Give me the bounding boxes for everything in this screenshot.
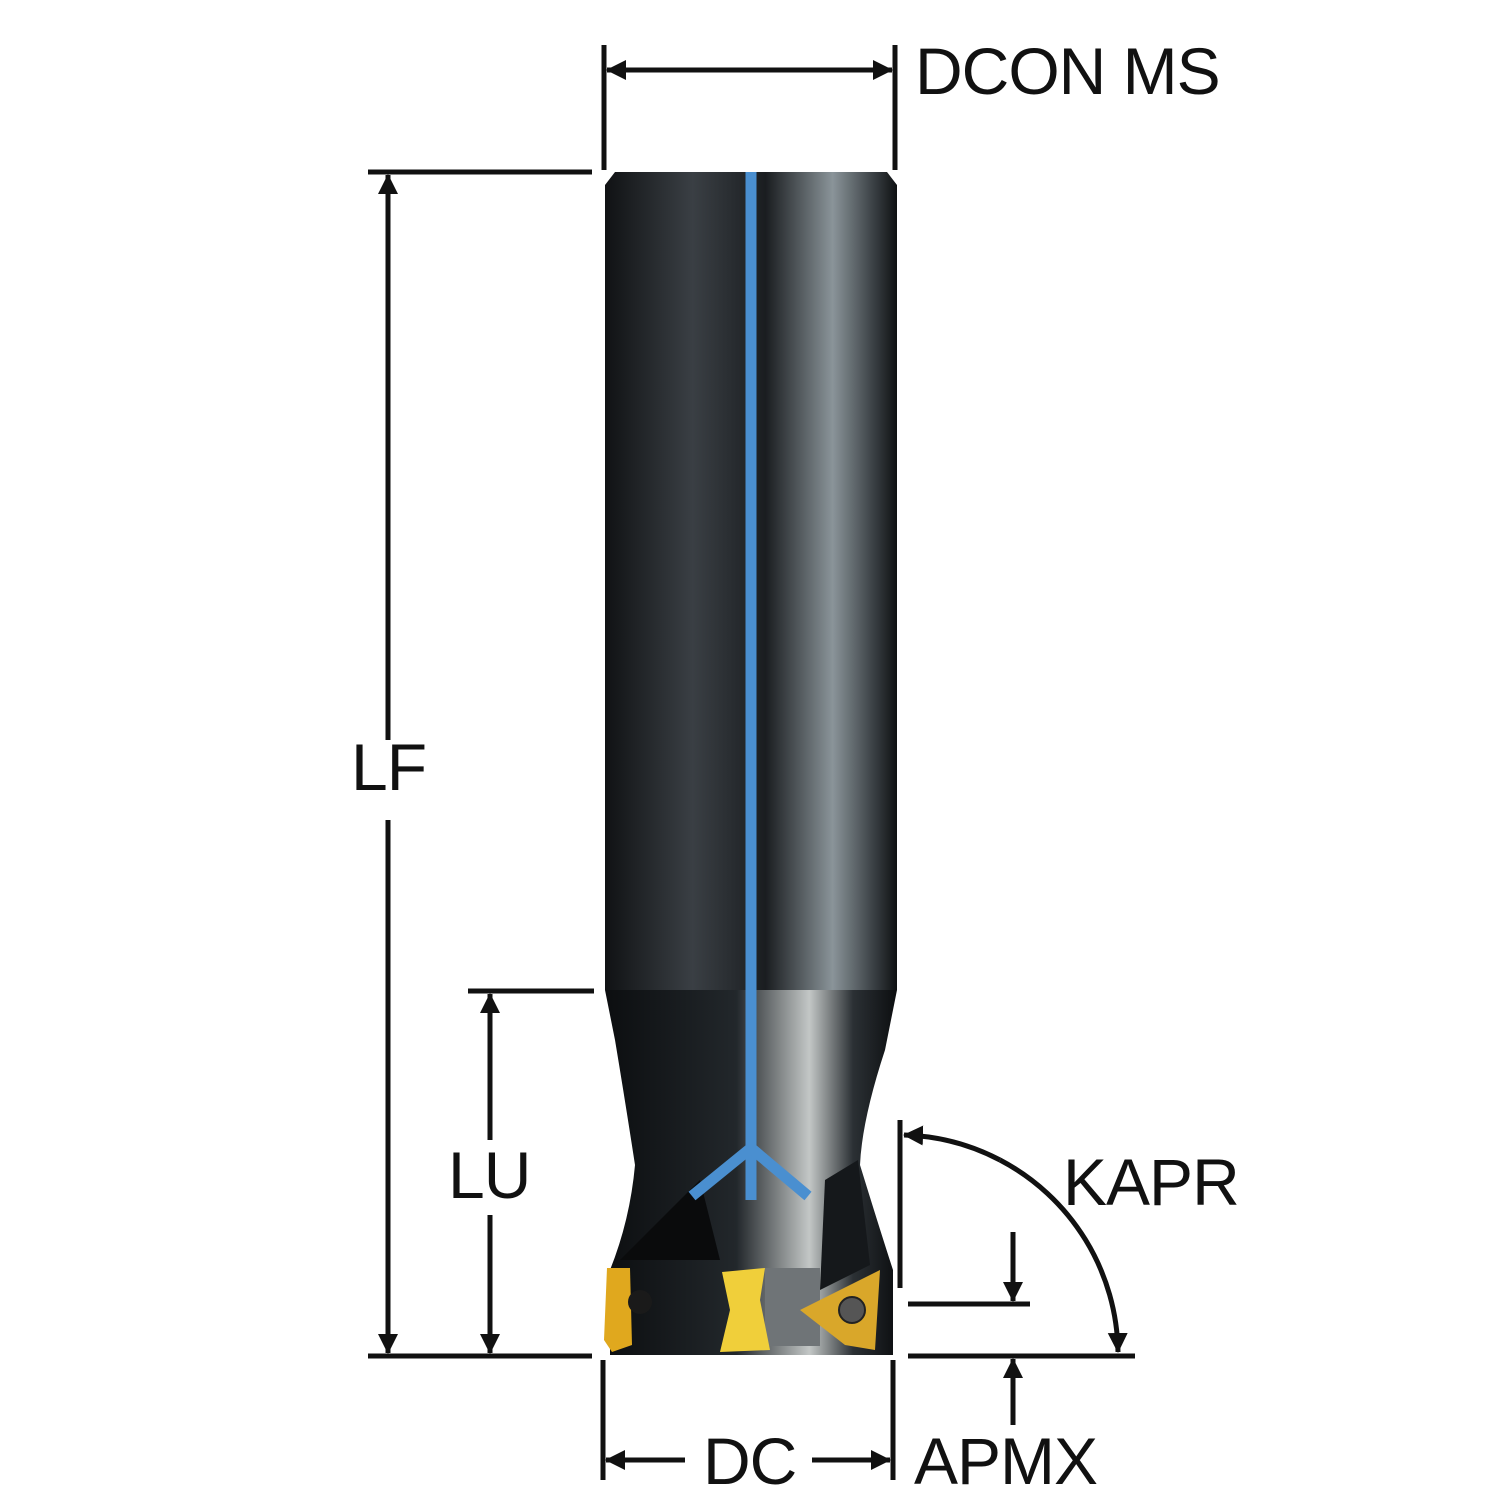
- kapr-arc-arrow: [903, 1125, 1002, 1163]
- flute: [620, 1180, 720, 1260]
- cutter-tool: [604, 172, 897, 1355]
- insert-screw-hole: [628, 1290, 652, 1314]
- insert-screw: [838, 1296, 866, 1324]
- coolant-channel: [688, 172, 812, 1201]
- label-apmx: APMX: [914, 1424, 1097, 1498]
- flute: [820, 1160, 870, 1290]
- cutting-insert: [604, 1268, 632, 1352]
- dimension-lines: [368, 45, 1135, 1480]
- label-lf: LF: [351, 730, 426, 804]
- cutting-insert: [720, 1268, 770, 1352]
- label-dcon-ms: DCON MS: [915, 34, 1220, 108]
- kapr-arc-arrow: [998, 1157, 1128, 1353]
- label-dc: DC: [703, 1424, 796, 1498]
- label-kapr: KAPR: [1063, 1145, 1239, 1219]
- label-lu: LU: [448, 1138, 530, 1212]
